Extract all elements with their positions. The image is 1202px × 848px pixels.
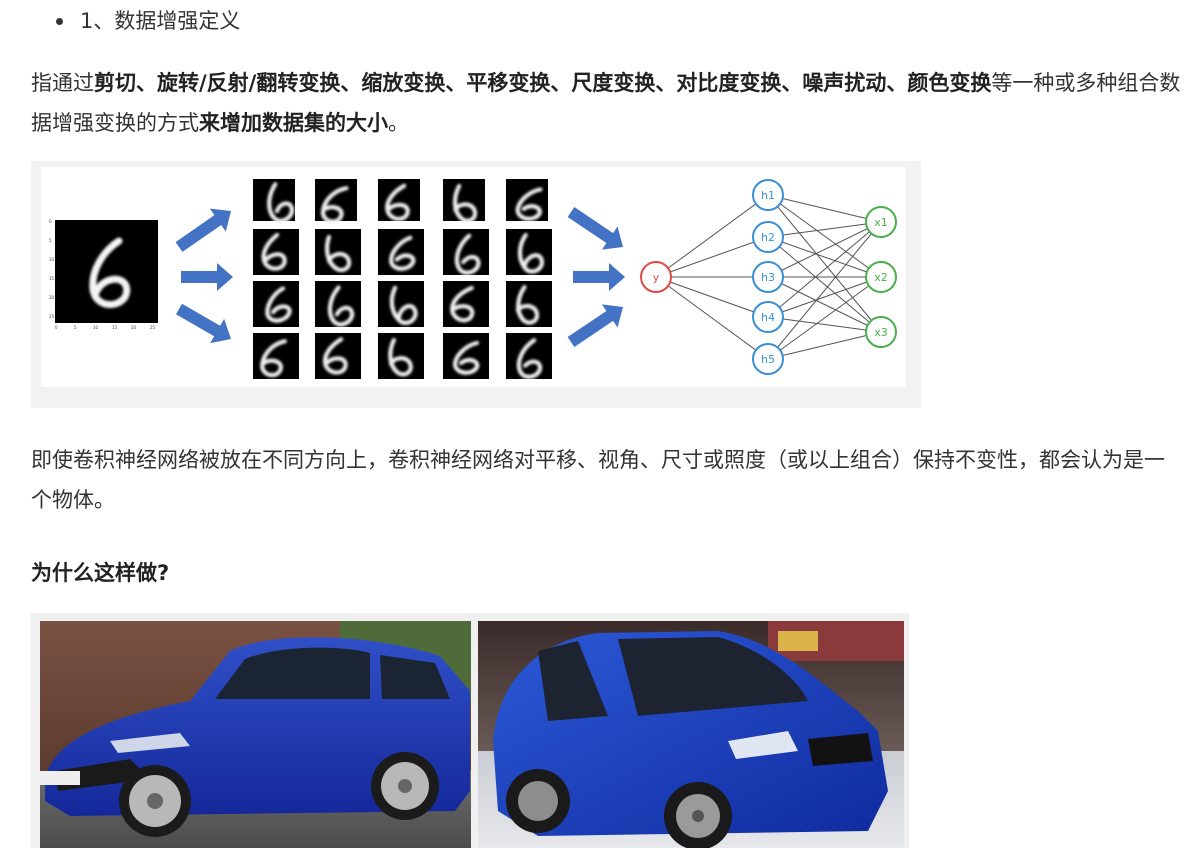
augmented-digit-cell: [443, 179, 485, 223]
network-edge: [655, 194, 769, 278]
car-comparison-figure: [31, 613, 909, 848]
network-edge: [655, 236, 769, 278]
augmented-digit-cell: [253, 281, 299, 327]
network-nodes: y h1 h2 h3 h4 h5 x1 x2 x3: [640, 179, 897, 375]
hidden-node: h4: [752, 301, 784, 333]
hidden-node: h1: [752, 179, 784, 211]
network-edge: [767, 276, 882, 360]
augmented-digit-cell: [378, 229, 424, 275]
augmented-digit-cell: [253, 229, 299, 275]
augmented-digit-cell: [378, 281, 424, 327]
axis-tick-y: 20: [49, 295, 55, 300]
hidden-node: h3: [752, 261, 784, 293]
section-heading: 为什么这样做?: [31, 561, 170, 585]
input-node-label: x2: [874, 271, 888, 284]
axis-tick-x: 0: [55, 325, 58, 330]
network-edge: [767, 236, 882, 333]
network-edge: [767, 221, 882, 360]
axis-tick-y: 15: [49, 276, 55, 281]
axis-tick-x: 25: [150, 325, 156, 330]
car-photo-left: [40, 621, 471, 848]
augmentation-diagram: 0 5 10 15 20 25 0 5 10 15 20 25 y h1 h2 h3 h4 h5 x1 x2 x3: [49, 179, 897, 379]
flow-arrow-icon: [181, 263, 233, 291]
hidden-node-label: h5: [761, 353, 775, 366]
network-edge: [767, 221, 882, 318]
network-edge: [767, 276, 882, 318]
augmented-digit-cell: [506, 333, 552, 379]
network-edge: [767, 194, 882, 278]
network-edge: [767, 221, 882, 238]
definition-paragraph: 指通过剪切、旋转/反射/翻转变换、缩放变换、平移变换、尺度变换、对比度变换、噪声…: [31, 63, 1181, 143]
hidden-node: h2: [752, 221, 784, 253]
axis-tick-y: 5: [49, 238, 52, 243]
augmented-digit-grid: [253, 179, 552, 379]
para1-prefix: 指通过: [31, 71, 94, 95]
input-arrows: [175, 208, 233, 344]
para1-bold-goal: 来增加数据集的大小: [199, 111, 388, 135]
hidden-node-label: h3: [761, 271, 775, 284]
augmented-digit-cell: [253, 333, 299, 379]
input-node: x3: [865, 316, 897, 348]
network-edge: [767, 236, 882, 278]
network-edge: [767, 331, 882, 360]
augmented-digit-cell: [443, 281, 489, 327]
network-edge: [767, 194, 882, 333]
network-edge: [767, 194, 882, 223]
augmented-digit-cell: [378, 333, 424, 379]
augmented-digit-cell: [506, 229, 552, 275]
para1-mid: 等一种或多种组合数据增强变换的方式: [31, 71, 1181, 135]
car-photo-right: [478, 621, 904, 848]
hidden-node-label: h1: [761, 189, 775, 202]
augmentation-figure: 0 5 10 15 20 25 0 5 10 15 20 25 y h1 h2 h3 h4 h5 x1 x2 x3: [31, 161, 921, 408]
augmented-digit-cell: [315, 229, 361, 275]
input-node-label: x1: [874, 216, 888, 229]
network-edges: [655, 194, 882, 360]
augmented-digit-cell: [315, 281, 361, 327]
para1-suffix: 。: [388, 111, 409, 135]
axis-tick-x: 15: [112, 325, 118, 330]
para1-bold-methods: 剪切、旋转/反射/翻转变换、缩放变换、平移变换、尺度变换、对比度变换、噪声扰动、…: [94, 71, 992, 95]
output-arrows: [567, 207, 625, 347]
source-digit-image: 0 5 10 15 20 25 0 5 10 15 20 25: [49, 219, 158, 330]
bullet-dot: [56, 18, 63, 25]
flow-arrow-icon: [567, 304, 623, 347]
invariance-paragraph: 即使卷积神经网络被放在不同方向上，卷积神经网络对平移、视角、尺寸或照度（或以上组…: [31, 448, 1165, 512]
output-node-y: y: [640, 261, 672, 293]
axis-tick-y: 10: [49, 257, 55, 262]
augmented-digit-cell: [506, 179, 548, 221]
network-edge: [655, 276, 769, 360]
flow-arrow-icon: [175, 208, 231, 252]
axis-tick-x: 20: [131, 325, 137, 330]
input-node: x2: [865, 261, 897, 293]
input-node: x1: [865, 206, 897, 238]
augmentation-figure-inner: 0 5 10 15 20 25 0 5 10 15 20 25 y h1 h2 h3 h4 h5 x1 x2 x3: [41, 167, 906, 387]
axis-tick-x: 10: [93, 325, 99, 330]
flow-arrow-icon: [567, 207, 623, 250]
augmented-digit-cell: [315, 179, 357, 224]
network-edge: [767, 276, 882, 333]
axis-tick-y: 25: [49, 314, 55, 319]
bullet-text: 1、数据增强定义: [80, 9, 241, 33]
augmented-digit-cell: [443, 229, 489, 275]
axis-tick-y: 0: [49, 219, 52, 224]
augmented-digit-cell: [315, 333, 361, 379]
augmented-digit-cell: [253, 179, 295, 223]
hidden-node-label: h2: [761, 231, 775, 244]
augmented-digit-cell: [378, 179, 420, 221]
network-edge: [767, 221, 882, 278]
axis-tick-x: 5: [74, 325, 77, 330]
flow-arrow-icon: [176, 303, 231, 344]
hidden-node: h5: [752, 343, 784, 375]
bullet-item: 1、数据增强定义: [56, 5, 240, 37]
flow-arrow-icon: [573, 263, 625, 291]
output-node-y-label: y: [653, 271, 660, 284]
augmented-digit-cell: [443, 333, 489, 379]
network-edge: [655, 276, 769, 318]
input-node-label: x3: [874, 326, 888, 339]
hidden-node-label: h4: [761, 311, 775, 324]
augmented-digit-cell: [506, 281, 552, 327]
network-edge: [767, 316, 882, 333]
